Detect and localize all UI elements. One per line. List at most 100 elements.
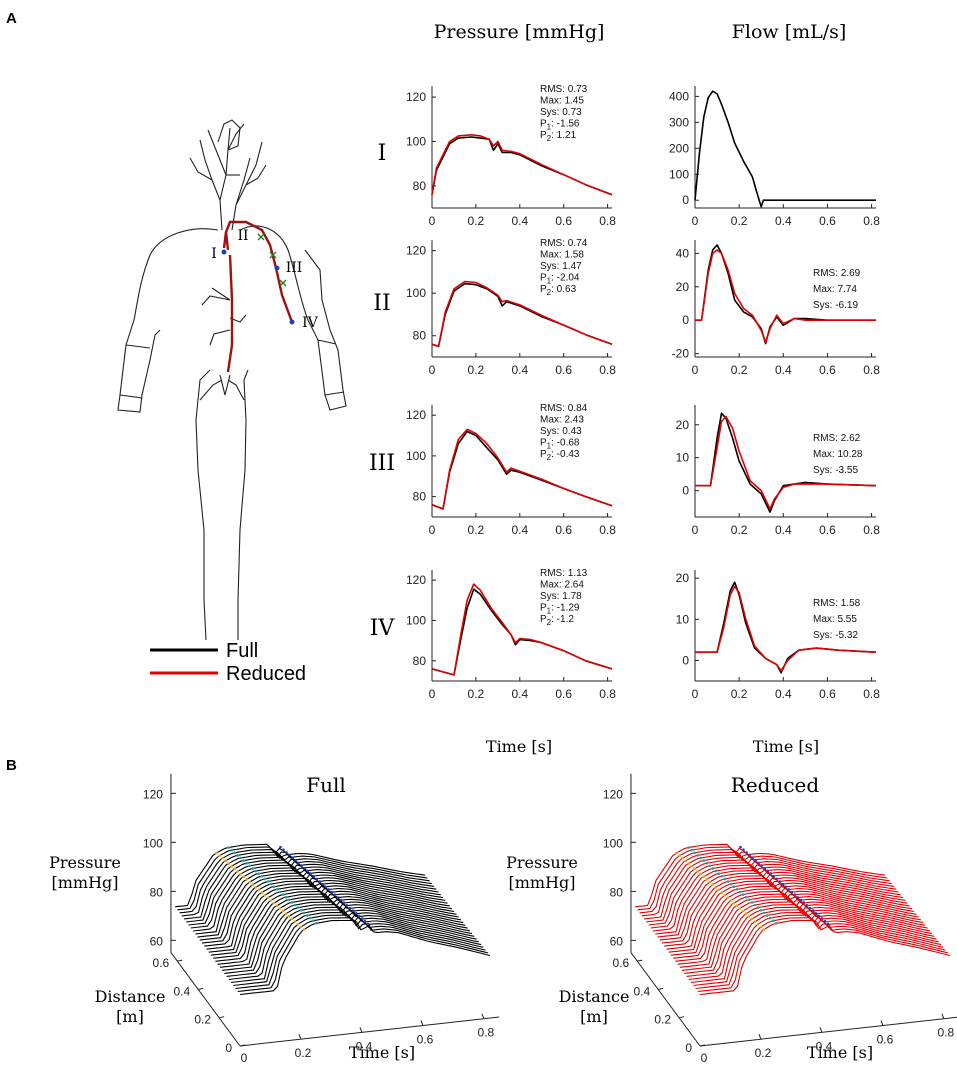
feature-marker [336, 896, 340, 899]
x-tick-label: 0 [429, 214, 436, 228]
feature-marker [720, 875, 724, 878]
waterfall-trace [188, 859, 439, 926]
feature-marker [711, 867, 715, 870]
waterfall-trace [641, 851, 892, 917]
x-tick-label: 0.4 [511, 214, 528, 228]
feature-marker [796, 896, 800, 899]
series-line-full [431, 430, 613, 510]
stat-line: P2: -1.2 [540, 614, 574, 627]
feature-marker [826, 922, 830, 926]
feature-marker [233, 851, 236, 855]
series-line-full [431, 588, 613, 676]
feature-marker [750, 917, 754, 921]
feature-marker [278, 907, 282, 910]
feature-marker [778, 880, 781, 883]
x-tick-label: 0.8 [863, 687, 880, 701]
feature-marker [754, 859, 757, 862]
y-tick-label: 300 [669, 115, 689, 129]
stat-line: RMS: 1.58 [813, 598, 861, 609]
feature-marker [242, 859, 246, 862]
t-tick-mark [819, 1027, 823, 1033]
y-tick-label: 100 [406, 613, 426, 627]
x-tick-label: 0 [692, 363, 699, 377]
stat-line: Max: 1.58 [540, 250, 584, 261]
panel-label-b: B [6, 757, 17, 774]
feature-marker [299, 909, 303, 912]
waterfall-trace [197, 869, 448, 938]
waterfall-trace [190, 862, 441, 929]
full-pressure-label: Pressure [49, 853, 121, 872]
series-line-reduced [695, 585, 877, 672]
feature-marker [288, 853, 291, 857]
full-pressure-unit: [mmHg] [51, 873, 118, 892]
z-tick-label: 60 [150, 934, 164, 948]
t-tick-label: 0.8 [938, 1026, 955, 1040]
feature-marker [233, 867, 236, 871]
feature-marker [793, 893, 797, 896]
y-tick-label: 20 [676, 280, 690, 294]
y-tick-label: 120 [406, 573, 426, 587]
x-tick-label: 0.6 [819, 363, 836, 377]
reduced-distance-unit: [m] [580, 1007, 608, 1026]
feature-marker [245, 861, 249, 865]
feature-marker [742, 848, 745, 851]
feature-marker [278, 890, 282, 894]
t-tick-label: 0.6 [417, 1033, 434, 1047]
feature-marker [741, 909, 745, 913]
x-tick-label: 0.2 [731, 523, 748, 537]
x-tick-label: 0.4 [775, 363, 792, 377]
x-tick-label: 0.4 [511, 523, 528, 537]
stat-line: P2: 0.63 [540, 284, 577, 297]
x-tick-label: 0.6 [555, 214, 572, 228]
t-tick-label: 0.8 [478, 1026, 495, 1040]
stat-line: Sys: -5.32 [813, 630, 858, 641]
x-tick-label: 0.6 [819, 214, 836, 228]
feature-marker [284, 912, 288, 915]
feature-marker [696, 870, 699, 873]
t-tick-mark [758, 1033, 762, 1040]
feature-marker [239, 856, 243, 860]
stat-line: P2: -0.43 [540, 449, 580, 462]
feature-marker [781, 882, 785, 886]
feature-marker [281, 909, 285, 913]
feature-marker [678, 854, 681, 857]
feature-marker [293, 903, 297, 907]
reduced-pressure-label: Pressure [506, 853, 578, 872]
feature-marker [245, 878, 248, 881]
waterfall-trace [695, 914, 946, 990]
y-tick-label: 10 [676, 451, 690, 465]
feature-marker [266, 880, 270, 883]
feature-marker [723, 893, 727, 897]
waterfall-trace [675, 890, 926, 962]
feature-marker [690, 848, 693, 852]
legend-label-full: Full [226, 640, 258, 662]
x-tick-label: 0.8 [863, 523, 880, 537]
feature-marker [732, 901, 736, 905]
feature-marker [254, 886, 257, 889]
diagram-label-iv: IV [302, 315, 319, 331]
feature-marker [275, 888, 279, 891]
feature-marker [215, 851, 218, 855]
series-line-reduced [695, 249, 876, 343]
flow-column-title: Flow [mL/s] [732, 21, 847, 43]
feature-marker [717, 888, 720, 892]
z-tick-label: 60 [610, 934, 624, 948]
feature-marker [714, 886, 717, 889]
feature-marker [218, 854, 221, 857]
x-tick-label: 0.4 [775, 687, 792, 701]
waterfall-trace [213, 888, 464, 959]
feature-marker [269, 899, 273, 902]
stat-line: RMS: 0.84 [540, 403, 588, 414]
feature-marker [297, 861, 300, 865]
d-tick-label: 0.6 [153, 956, 170, 970]
reduced-time-label: Time [s] [807, 1043, 873, 1062]
feature-marker [693, 867, 696, 871]
feature-marker [760, 864, 763, 867]
feature-marker [357, 914, 361, 918]
x-tick-label: 0.8 [863, 363, 880, 377]
z-tick-label: 120 [603, 787, 623, 801]
feature-marker [699, 872, 702, 876]
feature-marker [765, 914, 769, 917]
stat-line: Sys: 0.43 [540, 426, 582, 437]
